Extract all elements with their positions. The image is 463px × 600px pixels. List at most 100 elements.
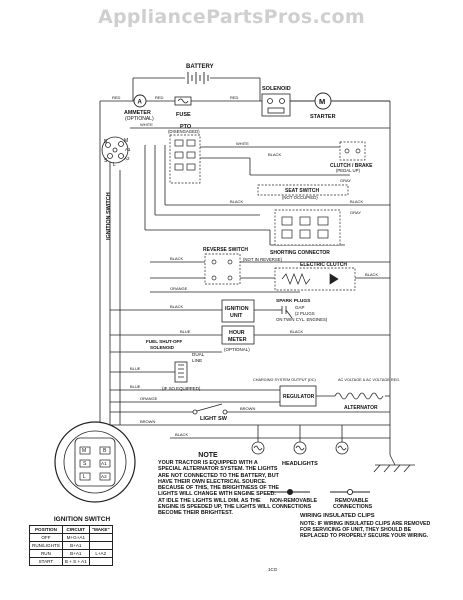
label-regulator: REGULATOR bbox=[283, 394, 315, 400]
label-spark-plugs: SPARK PLUGS bbox=[276, 298, 311, 304]
label-removable-1: REMOVABLE bbox=[335, 498, 369, 504]
label-black-4: BLACK bbox=[170, 256, 183, 261]
table-cell: RUN/LIGHTS bbox=[29, 541, 63, 550]
label-alternator: ALTERNATOR bbox=[344, 405, 378, 411]
solenoid-symbol bbox=[261, 93, 291, 117]
label-light-sw: LIGHT SW bbox=[200, 416, 228, 422]
label-two-plugs: (2 PLUGS bbox=[295, 311, 315, 316]
table-cell: B+A1 bbox=[61, 541, 90, 550]
table-cell bbox=[88, 533, 113, 542]
label-clutch-brake-sub: (PEDAL UP) bbox=[336, 168, 361, 173]
label-seat-switch-sub: (NOT OCCUPIED) bbox=[282, 195, 318, 200]
label-dual-line-2: LINE bbox=[192, 358, 202, 363]
table-cell bbox=[88, 541, 113, 550]
label-clutch-brake: CLUTCH / BRAKE bbox=[330, 163, 373, 169]
fuse-symbol bbox=[174, 96, 192, 106]
label-black-1: BLACK bbox=[268, 152, 281, 157]
starter-motor-symbol bbox=[314, 92, 332, 110]
table-cell: M+G+A1 bbox=[61, 533, 90, 542]
table-row: RUN/LIGHTS B+A1 bbox=[29, 541, 113, 550]
table-header: CIRCUIT bbox=[61, 525, 90, 534]
reverse-switch bbox=[204, 253, 241, 285]
connection-legend bbox=[270, 488, 370, 496]
label-shorting-connector: SHORTING CONNECTOR bbox=[270, 250, 330, 256]
label-ammeter: AMMETER bbox=[124, 110, 151, 116]
label-pto-sub: (DISENGAGED) bbox=[168, 129, 200, 134]
label-blue-3: BLUE bbox=[130, 384, 141, 389]
label-starter: STARTER bbox=[310, 114, 336, 120]
label-fuel-shutoff-3: (IF SO EQUIPPED) bbox=[162, 386, 201, 391]
label-orange-1: ORANGE bbox=[170, 286, 188, 291]
label-blue-2: BLUE bbox=[130, 366, 141, 371]
label-term-b: B bbox=[104, 139, 108, 145]
label-gray-2: GRAY bbox=[350, 210, 361, 215]
label-hour-meter-opt: (OPTIONAL) bbox=[224, 347, 250, 352]
label-red-3: RED bbox=[230, 95, 239, 100]
label-fuel-shutoff-2: SOLENOID bbox=[150, 345, 175, 350]
table-cell: B+A1 bbox=[61, 549, 90, 558]
label-hour-meter-2: METER bbox=[228, 337, 247, 343]
table-row: OFF M+G+A1 bbox=[29, 533, 113, 542]
label-pto: PTO bbox=[180, 124, 192, 130]
spark-plug-symbol bbox=[275, 306, 293, 319]
label-black-8: BLACK bbox=[175, 432, 188, 437]
label-hour-meter-1: HOUR bbox=[229, 330, 245, 336]
ignition-switch-title: IGNITION SWITCH bbox=[53, 516, 111, 523]
label-ig-m: M bbox=[82, 448, 86, 454]
label-red-2: RED bbox=[155, 95, 164, 100]
label-black-7: BLACK bbox=[290, 329, 303, 334]
table-cell: OFF bbox=[29, 533, 63, 542]
table-cell: B + S + A1 bbox=[61, 557, 90, 566]
label-ref-code: 1CG bbox=[268, 567, 278, 572]
headlights bbox=[251, 441, 349, 455]
label-black-5: BLACK bbox=[365, 272, 378, 277]
label-twin-cyl: ON TWIN CYL. ENGINES) bbox=[276, 317, 328, 322]
label-ig-a2: A2 bbox=[101, 474, 107, 479]
table-header: "MAKE" bbox=[88, 525, 113, 534]
table-row: RUN B+A1 L+A2 bbox=[29, 549, 113, 558]
battery-symbol bbox=[187, 72, 209, 84]
table-header: POSITION bbox=[29, 525, 63, 534]
note-body: YOUR TRACTOR IS EQUIPPED WITH A SPECIAL … bbox=[158, 460, 279, 517]
label-electric-clutch: ELECTRIC CLUTCH bbox=[300, 262, 347, 268]
label-ignition-unit-1: IGNITION bbox=[225, 306, 249, 312]
label-ig-s: S bbox=[83, 461, 87, 467]
label-non-removable-1: NON-REMOVABLE bbox=[270, 498, 317, 504]
seat-switch bbox=[257, 184, 349, 246]
table-cell: L+A2 bbox=[88, 549, 113, 558]
label-term-l: L bbox=[113, 162, 116, 168]
label-ig-a1: A1 bbox=[101, 461, 107, 466]
label-white-1: WHITE bbox=[140, 122, 153, 127]
wiring-clips-title: WIRING INSULATED CLIPS bbox=[300, 513, 375, 519]
label-black-2: BLACK bbox=[230, 199, 243, 204]
label-red-1: RED bbox=[112, 95, 121, 100]
label-orange-2: ORANGE bbox=[140, 396, 158, 401]
label-white-2: WHITE bbox=[236, 141, 249, 146]
label-reverse-switch: REVERSE SWITCH bbox=[203, 247, 248, 253]
watermark: AppliancePartsPros.com bbox=[97, 6, 365, 28]
label-ig-l: L bbox=[83, 474, 86, 480]
wiring-clips-body: NOTE: IF WIRING INSULATED CLIPS ARE REMO… bbox=[300, 521, 431, 540]
ammeter-symbol bbox=[133, 94, 147, 108]
ignition-position-table: POSITION CIRCUIT "MAKE" OFF M+G+A1 RUN/L… bbox=[29, 525, 113, 566]
label-black-6: BLACK bbox=[170, 304, 183, 309]
label-dc-output: CHARGING SYSTEM OUTPUT (DC) bbox=[253, 378, 317, 382]
svg-text:M: M bbox=[319, 97, 325, 106]
label-blue-1: BLUE bbox=[180, 329, 191, 334]
label-ignition-switch-side: IGNITION SWITCH bbox=[106, 192, 112, 240]
electric-clutch bbox=[274, 267, 356, 291]
hour-meter bbox=[221, 325, 255, 345]
label-solenoid: SOLENOID bbox=[262, 86, 291, 92]
table-cell: START bbox=[29, 557, 63, 566]
label-term-a1: A1 bbox=[125, 147, 131, 152]
ignition-switch-face bbox=[54, 421, 136, 503]
table-cell bbox=[88, 557, 113, 566]
label-dual-line-1: DUAL bbox=[192, 352, 205, 357]
alternator-symbol bbox=[334, 392, 384, 400]
table-cell: RUN bbox=[29, 549, 63, 558]
label-term-s: S bbox=[104, 158, 108, 164]
label-headlights: HEADLIGHTS bbox=[282, 461, 318, 467]
label-fuel-shutoff-1: FUEL SHUT-OFF bbox=[146, 339, 182, 344]
label-term-m: M bbox=[124, 138, 128, 144]
